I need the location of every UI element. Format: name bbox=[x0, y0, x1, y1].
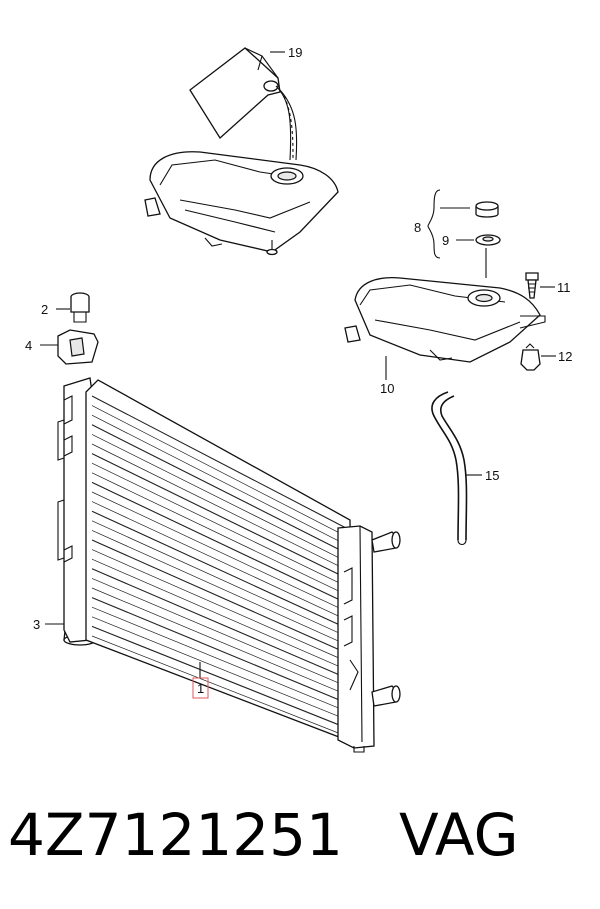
radiator-fin bbox=[91, 568, 347, 679]
radiator bbox=[57, 377, 401, 753]
radiator-fin bbox=[91, 510, 347, 629]
callout-11: 11 bbox=[557, 280, 571, 295]
radiator-fin bbox=[91, 520, 347, 637]
rubber-mount bbox=[57, 329, 99, 365]
radiator-fin bbox=[91, 635, 347, 737]
brand-name: VAG bbox=[398, 801, 519, 869]
callout-19: 19 bbox=[288, 45, 302, 60]
expansion-tank-lower bbox=[344, 276, 546, 363]
callout-9: 9 bbox=[442, 233, 449, 248]
expansion-tank-upper bbox=[144, 151, 339, 256]
radiator-fin bbox=[91, 462, 347, 587]
radiator-fin bbox=[91, 501, 347, 620]
radiator-fin bbox=[91, 597, 347, 704]
callout-4: 4 bbox=[25, 338, 32, 353]
radiator-fin bbox=[91, 481, 347, 604]
coolant-hose bbox=[431, 391, 468, 546]
radiator-fin bbox=[91, 606, 347, 712]
tank-cap bbox=[475, 201, 501, 246]
radiator-fin bbox=[91, 453, 347, 579]
callout-15: 15 bbox=[485, 468, 499, 483]
highlight-box bbox=[192, 677, 209, 699]
part-number: 4Z7121251 bbox=[8, 801, 343, 869]
callout-12: 12 bbox=[558, 349, 572, 364]
radiator-fin bbox=[91, 443, 347, 570]
radiator-fin bbox=[91, 578, 347, 687]
radiator-fin bbox=[91, 405, 347, 537]
radiator-fin bbox=[91, 530, 347, 645]
radiator-fin bbox=[91, 625, 347, 729]
radiator-fin bbox=[91, 549, 347, 662]
part-number-footer: 4Z7121251 VAG bbox=[8, 790, 600, 880]
callout-1: 1 bbox=[197, 681, 204, 696]
radiator-fin bbox=[91, 491, 347, 612]
clip-nut bbox=[520, 343, 541, 371]
radiator-fin bbox=[91, 472, 347, 595]
radiator-fin bbox=[91, 616, 347, 720]
radiator-fin bbox=[91, 558, 347, 670]
radiator-fin bbox=[91, 395, 347, 529]
screw bbox=[525, 272, 539, 299]
radiator-fin bbox=[91, 539, 347, 654]
radiator-fin bbox=[91, 434, 347, 562]
coolant-bottle bbox=[189, 47, 298, 161]
radiator-fin bbox=[91, 414, 347, 545]
radiator-fin bbox=[91, 587, 347, 695]
radiator-fin bbox=[91, 424, 347, 554]
parts-diagram: 19 8 9 10 11 12 bbox=[25, 45, 572, 753]
callout-10: 10 bbox=[380, 381, 394, 396]
callout-3: 3 bbox=[33, 617, 40, 632]
callout-8: 8 bbox=[414, 220, 421, 235]
callout-2: 2 bbox=[41, 302, 48, 317]
bolt bbox=[70, 292, 90, 323]
